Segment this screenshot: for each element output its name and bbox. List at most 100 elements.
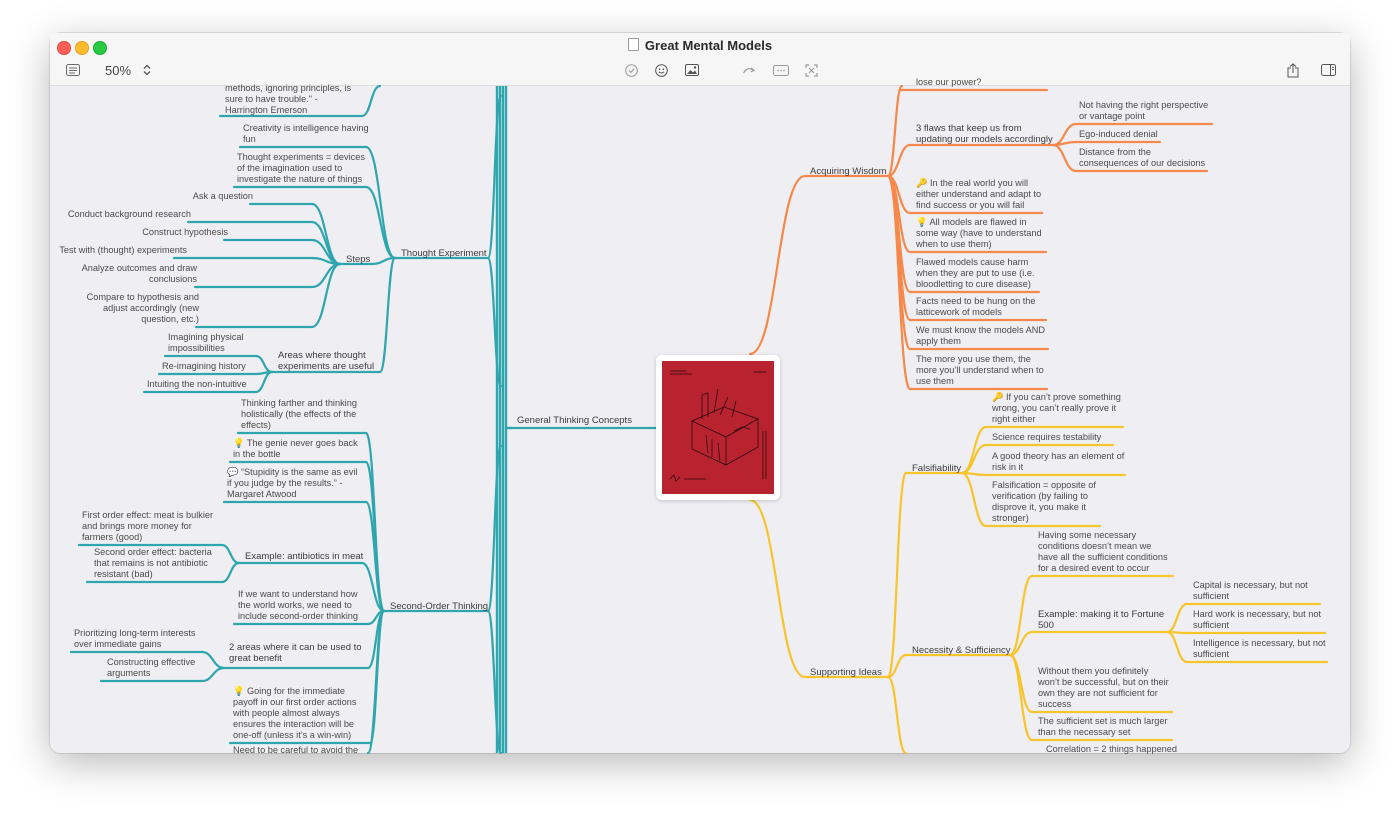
topic-partial-top[interactable]: lose our power? <box>916 77 981 88</box>
topic-partial[interactable]: Need to be careful to avoid the <box>233 745 358 756</box>
zoom-stepper-icon[interactable] <box>143 64 151 76</box>
topic-text-line: Construct hypothesis <box>142 227 228 237</box>
mind-map-canvas[interactable]: General Thinking Concepts methods, ignori… <box>50 77 1350 756</box>
window-title-text: Great Mental Models <box>644 38 773 53</box>
topic-correlation-partial[interactable]: Correlation = 2 things happened <box>1046 744 1177 755</box>
topic-text-line: Having some necessary <box>1038 530 1137 540</box>
topic-step[interactable]: Test with (thought) experiments <box>59 245 187 256</box>
branch-line <box>886 471 908 679</box>
topic-text-line: lose our power? <box>916 77 982 87</box>
branch-line <box>254 354 274 374</box>
topic-text-line: use them <box>916 376 954 386</box>
minimize-button[interactable] <box>75 41 89 55</box>
topic-text-line: stronger) <box>992 513 1029 523</box>
topic-text-line: 3 flaws that keep us from <box>916 123 1022 134</box>
topic-supporting-ideas[interactable]: Supporting Ideas <box>810 667 882 678</box>
close-button[interactable] <box>57 41 71 55</box>
topic-text-line: Correlation = 2 things happened <box>1046 744 1178 754</box>
topic-general-thinking-concepts[interactable]: General Thinking Concepts <box>517 415 632 426</box>
topic-text-line: holistically (the effects of the <box>241 409 357 419</box>
topic-necessity-sufficiency[interactable]: Necessity & Sufficiency <box>912 645 1011 656</box>
topic-falsifiability-item[interactable]: Science requires testability <box>992 432 1101 443</box>
zoom-window-button[interactable] <box>93 41 107 55</box>
topic-steps[interactable]: Steps <box>346 254 370 265</box>
branch-line <box>364 500 386 613</box>
topic-step[interactable]: Ask a question <box>193 191 253 202</box>
topic-area-item[interactable]: Re-imagining history <box>162 361 246 372</box>
summary-icon[interactable] <box>771 61 791 79</box>
emoji-icon[interactable] <box>653 61 669 79</box>
topic-falsifiability[interactable]: Falsifiability <box>912 463 961 474</box>
focus-icon[interactable] <box>803 61 819 79</box>
topic-text-line: Flawed models cause harm <box>916 257 1029 267</box>
topic-text-line: verification (by failing to <box>992 491 1089 501</box>
branch-line <box>486 94 503 260</box>
topic-text-line: bloodletting to cure disease) <box>916 279 1031 289</box>
topic-text-line: Falsification = opposite of <box>992 480 1096 490</box>
topic-text-line: Conduct background research <box>67 209 191 219</box>
central-topic-book-cover[interactable] <box>656 355 780 500</box>
share-icon[interactable] <box>1285 61 1301 79</box>
topic-flaw-item[interactable]: Ego-induced denial <box>1079 129 1158 140</box>
topic-step[interactable]: Construct hypothesis <box>142 227 228 238</box>
topic-text-line: sufficient <box>1193 620 1230 630</box>
topic-text-line: wrong, you can’t really prove it <box>992 403 1117 413</box>
image-icon[interactable] <box>683 61 701 79</box>
topic-acquiring-wisdom[interactable]: Acquiring Wisdom <box>810 166 887 177</box>
topic-text-line: Thinking farther and thinking <box>241 398 357 408</box>
topic-text-line: great benefit <box>229 653 282 664</box>
relationship-arrow-icon[interactable] <box>740 61 758 79</box>
topic-text-line: Example: antibiotics in meat <box>245 551 364 562</box>
sidebar-toggle-icon[interactable] <box>1319 61 1337 79</box>
topic-area-item[interactable]: Intuiting the non-intuitive <box>147 379 247 390</box>
topic-text-line: If we want to understand how <box>238 589 358 599</box>
topic-thought-experiment[interactable]: Thought Experiment <box>401 248 487 259</box>
outline-icon[interactable] <box>64 61 82 79</box>
task-check-icon[interactable] <box>623 61 639 79</box>
topic-step[interactable]: Conduct background research <box>68 209 191 220</box>
topic-example-antibiotics[interactable]: Example: antibiotics in meat <box>245 551 363 562</box>
topic-second-order-thinking[interactable]: Second-Order Thinking <box>390 601 488 612</box>
zoom-control[interactable]: 50% <box>97 61 159 79</box>
topic-text-line: the world works, we need to <box>238 600 352 610</box>
topic-text-line: 💡 The genie never goes back <box>233 438 358 448</box>
topic-text-line: conditions doesn’t mean we <box>1038 541 1152 551</box>
topic-text-line: effects) <box>241 420 271 430</box>
